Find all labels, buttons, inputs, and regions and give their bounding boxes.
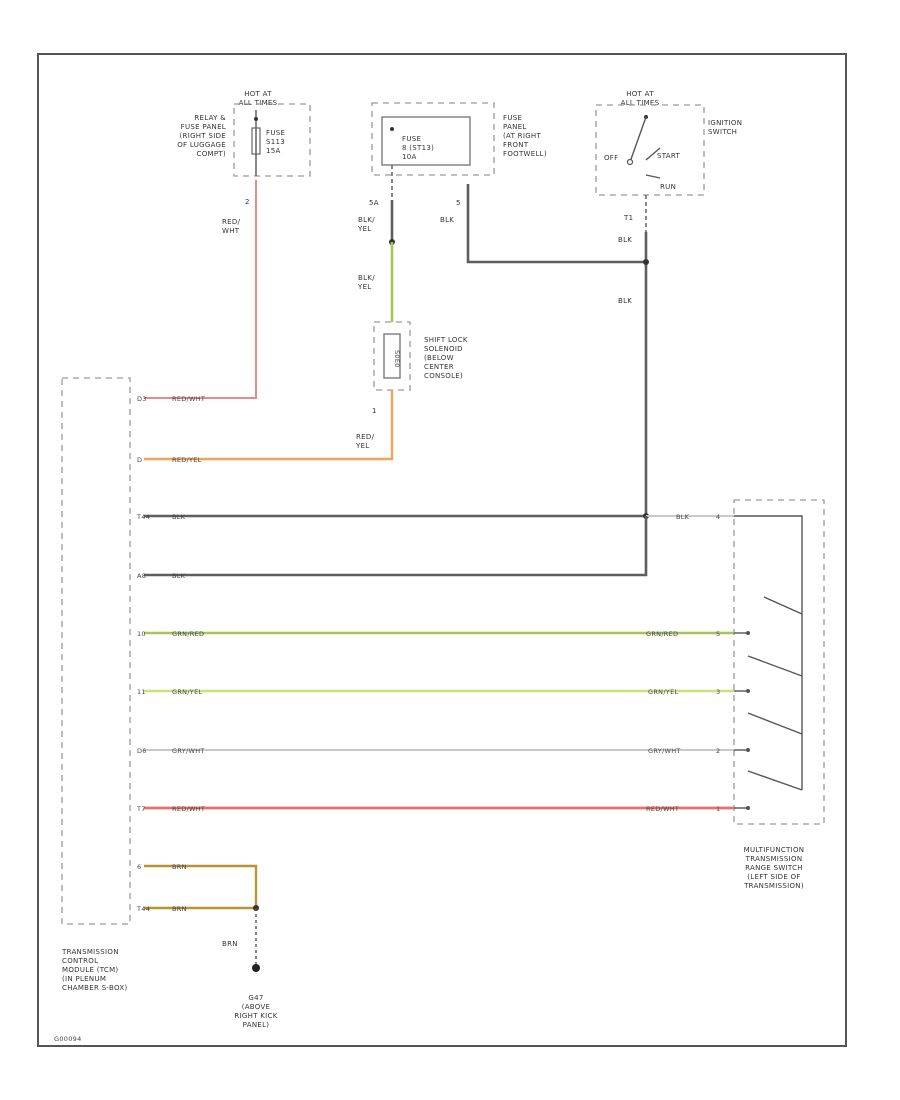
- tcm-pin-0: D3: [137, 395, 147, 403]
- switch-common-bus: [734, 515, 803, 790]
- switch-contact-4: [747, 770, 803, 791]
- tcm-pin-9: T44: [136, 905, 150, 913]
- switch-wire-2: GRN/YEL: [648, 688, 678, 696]
- switch-contact-1: [763, 596, 803, 615]
- wire-blk-yel-label-bottom: BLK/YEL: [357, 274, 375, 291]
- switch-pin-4: 1: [716, 805, 720, 813]
- switch-pin-3: 2: [716, 747, 720, 755]
- tcm-wire-4: GRN/RED: [172, 630, 204, 638]
- tcm-wire-6: GRY/WHT: [172, 747, 205, 755]
- diagram-frame: [37, 53, 847, 1047]
- wire-red-wht-label: RED/WHT: [222, 218, 241, 235]
- fuse-8-pin-5a: 5A: [369, 199, 379, 207]
- shift-lock-solenoid-coil: [383, 333, 401, 379]
- tcm-wire-3: BLK: [172, 572, 186, 580]
- wire-red-yel-label: RED/YEL: [355, 433, 375, 450]
- switch-pin-2: 3: [716, 688, 720, 696]
- switch-wire-0: BLK: [676, 513, 690, 521]
- fuse-panel-footwell-box: [371, 102, 495, 176]
- switch-pin-1: 5: [716, 630, 720, 638]
- diagram-id: G00094: [54, 1035, 82, 1043]
- ignition-switch-start-label: START: [657, 152, 681, 160]
- switch-contact-3: [747, 712, 803, 735]
- fuse-s113-pin: 2: [245, 198, 250, 206]
- tcm-pin-8: 6: [137, 863, 141, 871]
- wire-blk-ign-label-2: BLK: [618, 297, 632, 305]
- shift-lock-solenoid-inside-label: S0E0: [393, 350, 401, 368]
- ignition-switch-pin: T1: [623, 214, 633, 222]
- tcm-pin-1: D: [137, 456, 142, 464]
- fuse-8-terminal: [390, 127, 394, 131]
- tcm-pin-2: T44: [136, 513, 150, 521]
- switch-pin-labels: BLK 4 GRN/RED 5 GRN/YEL 3 GRY/WHT 2 RED/…: [646, 513, 720, 813]
- ignition-switch-off-contact: [626, 158, 634, 166]
- ground-g47: [252, 964, 260, 972]
- tcm-wire-7: RED/WHT: [172, 805, 205, 813]
- ignition-switch-start-arm: [645, 147, 661, 161]
- ignition-switch-run-label: RUN: [660, 183, 676, 191]
- switch-wire-4: RED/WHT: [646, 805, 679, 813]
- ignition-switch-contact-arm: [629, 116, 647, 163]
- tcm-pin-6: D6: [137, 747, 147, 755]
- relay-fuse-panel-box: [233, 103, 311, 177]
- switch-wire-3: GRY/WHT: [648, 747, 681, 755]
- wire-blk-fuse5-label: BLK: [440, 216, 454, 224]
- shift-lock-solenoid-pin: 1: [372, 407, 377, 415]
- ignition-switch-run-arm: [645, 174, 661, 179]
- tcm-pin-7: T7: [136, 805, 146, 813]
- tcm-wire-8: BRN: [172, 863, 187, 871]
- tcm-pin-5: 11: [137, 688, 146, 696]
- fuse-8-pin-5: 5: [456, 199, 461, 207]
- tcm-box: [61, 377, 131, 925]
- wire-blk-yel-label-top: BLK/YEL: [357, 216, 375, 233]
- tcm-wire-5: GRN/YEL: [172, 688, 202, 696]
- wire-brn-upper: [144, 864, 258, 908]
- wire-brn-label: BRN: [222, 940, 238, 948]
- tcm-wire-9: BRN: [172, 905, 187, 913]
- switch-contact-2: [747, 655, 803, 677]
- switch-pin-0: 4: [716, 513, 720, 521]
- tcm-wire-1: RED/YEL: [172, 456, 202, 464]
- tcm-pin-4: 10: [137, 630, 146, 638]
- tcm-wire-0: RED/WHT: [172, 395, 205, 403]
- fuse-8-box: [381, 116, 471, 166]
- wire-blk-tcm-a8: [144, 516, 648, 577]
- fuse-s113-symbol: [251, 127, 261, 155]
- ignition-switch-off-label: OFF: [604, 154, 618, 162]
- splice-ignition-blk: [643, 259, 649, 265]
- switch-wire-1: GRN/RED: [646, 630, 678, 638]
- tcm-pin-3: A8: [137, 572, 146, 580]
- shift-lock-solenoid-box: [373, 321, 411, 391]
- tcm-pin-labels: D3 RED/WHT D RED/YEL T44 BLK A8 BLK 10 G…: [136, 395, 205, 913]
- wire-blk-fuse5: [466, 184, 646, 264]
- ignition-switch-box: [595, 104, 705, 196]
- wire-red-yel-solenoid-to-tcm: [144, 390, 394, 461]
- fuse-s113-top-terminal: [254, 117, 258, 121]
- multifunction-switch-box: [733, 499, 825, 825]
- wire-blk-ign-label: BLK: [618, 236, 632, 244]
- wire-red-wht-fuse-to-tcm: [144, 180, 257, 399]
- tcm-wire-2: BLK: [172, 513, 186, 521]
